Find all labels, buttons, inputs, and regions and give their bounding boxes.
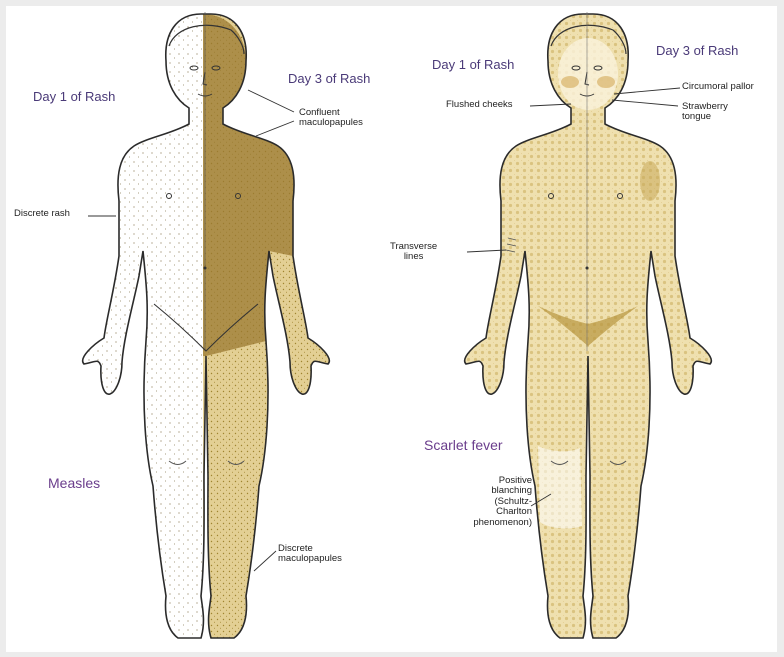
scarlet-day1-label: Day 1 of Rash: [432, 58, 514, 72]
discrete-rash-label: Discrete rash: [14, 209, 70, 219]
circumoral-label: Circumoral pallor: [682, 82, 754, 92]
measles-title: Measles: [48, 476, 100, 491]
scarlet-day3-label: Day 3 of Rash: [656, 44, 738, 58]
scarlet-title: Scarlet fever: [424, 438, 503, 453]
rash-diagram: [6, 6, 777, 652]
measles-day3-label: Day 3 of Rash: [288, 72, 370, 86]
measles-day1-label: Day 1 of Rash: [33, 90, 115, 104]
flushed-label: Flushed cheeks: [446, 100, 513, 110]
blanching-label: Positive blanching (Schultz- Charlton ph…: [454, 476, 532, 528]
